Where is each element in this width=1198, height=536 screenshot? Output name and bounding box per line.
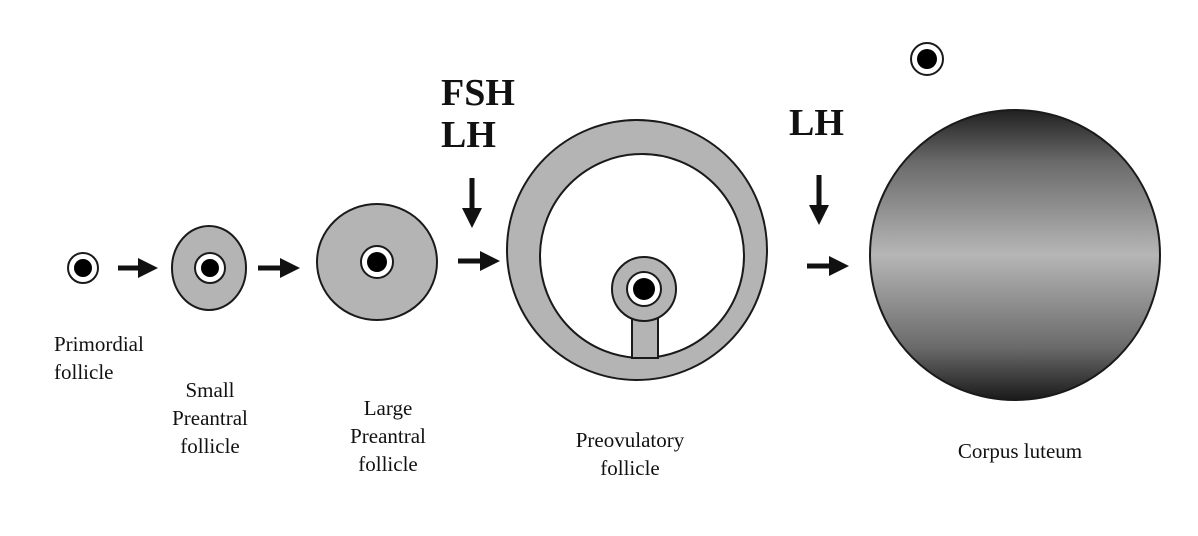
hormone-label-fsh-lh: FSH LH — [441, 72, 515, 156]
oocyte-nucleus — [201, 259, 219, 277]
stage-label-line: Preantral — [350, 424, 426, 448]
hormone-label-lh: LH — [789, 102, 844, 144]
stage-label-line: Small — [185, 378, 235, 402]
stalk-join — [633, 305, 657, 315]
stage-label-line: Preovulatory — [575, 428, 685, 452]
stage-label-small-preantral: Small Preantral follicle — [140, 376, 280, 460]
stage-label-line: follicle — [180, 434, 240, 458]
stage-label-corpus-luteum: Corpus luteum — [920, 437, 1120, 465]
oocyte-nucleus — [633, 278, 655, 300]
stage-label-primordial: Primordial follicle — [20, 330, 170, 386]
hormone-lh: LH — [789, 102, 844, 144]
stage-label-line: follicle — [600, 456, 660, 480]
stage-label-line: follicle — [358, 452, 418, 476]
corpus-luteum-body — [869, 109, 1161, 401]
hormone-fsh: FSH — [441, 72, 515, 114]
stage-label-line: Large — [363, 396, 413, 420]
large-preantral-follicle — [316, 203, 438, 321]
stage-label-large-preantral: Large Preantral follicle — [318, 394, 458, 478]
oocyte-nucleus — [367, 252, 387, 272]
oocyte-nucleus — [917, 49, 937, 69]
stage-label-line: follicle — [54, 360, 114, 384]
hormone-lh: LH — [441, 114, 496, 156]
stage-label-line: Preantral — [172, 406, 248, 430]
primordial-follicle — [67, 252, 99, 284]
small-preantral-follicle — [171, 225, 247, 311]
stage-label-preovulatory: Preovulatory follicle — [540, 426, 720, 482]
stage-label-line: Primordial — [54, 332, 144, 356]
released-oocyte — [910, 42, 944, 76]
preovulatory-follicle — [506, 119, 768, 381]
oocyte-nucleus — [74, 259, 92, 277]
stage-label-line: Corpus luteum — [957, 439, 1083, 463]
